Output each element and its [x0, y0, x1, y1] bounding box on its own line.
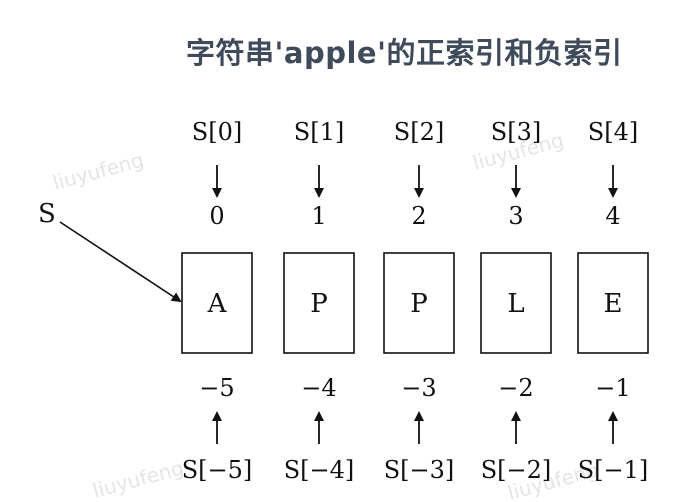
- positive-index-label: S[3]: [491, 118, 541, 146]
- negative-index-label: S[−5]: [182, 456, 253, 484]
- negative-index-label: S[−1]: [578, 456, 649, 484]
- positive-index-number: 4: [605, 202, 620, 230]
- negative-index-number: −1: [595, 374, 630, 402]
- diagram-title: 字符串'apple'的正索引和负索引: [186, 36, 623, 70]
- char-cell-box: [383, 252, 455, 354]
- positive-index-number: 2: [411, 202, 426, 230]
- variable-pointer-arrow: [59, 221, 182, 303]
- cell-character: L: [507, 289, 524, 319]
- watermark-3: liuyufeng: [90, 456, 186, 502]
- cell-character: E: [604, 289, 623, 319]
- negative-index-number: −5: [199, 374, 234, 402]
- positive-index-number: 1: [311, 202, 326, 230]
- positive-index-number: 3: [508, 202, 523, 230]
- positive-index-number: 0: [209, 202, 224, 230]
- char-cell-box: [577, 252, 649, 354]
- negative-index-label: S[−2]: [481, 456, 552, 484]
- variable-label: S: [38, 199, 56, 229]
- negative-index-number: −2: [498, 374, 533, 402]
- char-cell-box: [283, 252, 355, 354]
- cell-character: A: [207, 289, 228, 319]
- positive-index-label: S[4]: [588, 118, 638, 146]
- positive-index-label: S[2]: [394, 118, 444, 146]
- char-cell-box: [480, 252, 552, 354]
- cell-character: P: [410, 289, 428, 319]
- watermark-1: liuyufeng: [50, 148, 146, 195]
- cells-group: S[0] 0A −5S[−5] S[1] 1P −4S[−4] S[2] 2P −3S[−3] S…: [181, 118, 649, 484]
- positive-index-label: S[1]: [294, 118, 344, 146]
- cell-character: P: [310, 289, 328, 319]
- negative-index-number: −4: [301, 374, 336, 402]
- negative-index-label: S[−4]: [284, 456, 355, 484]
- negative-index-label: S[−3]: [384, 456, 455, 484]
- positive-index-label: S[0]: [192, 118, 242, 146]
- char-cell-box: [181, 252, 253, 354]
- negative-index-number: −3: [401, 374, 436, 402]
